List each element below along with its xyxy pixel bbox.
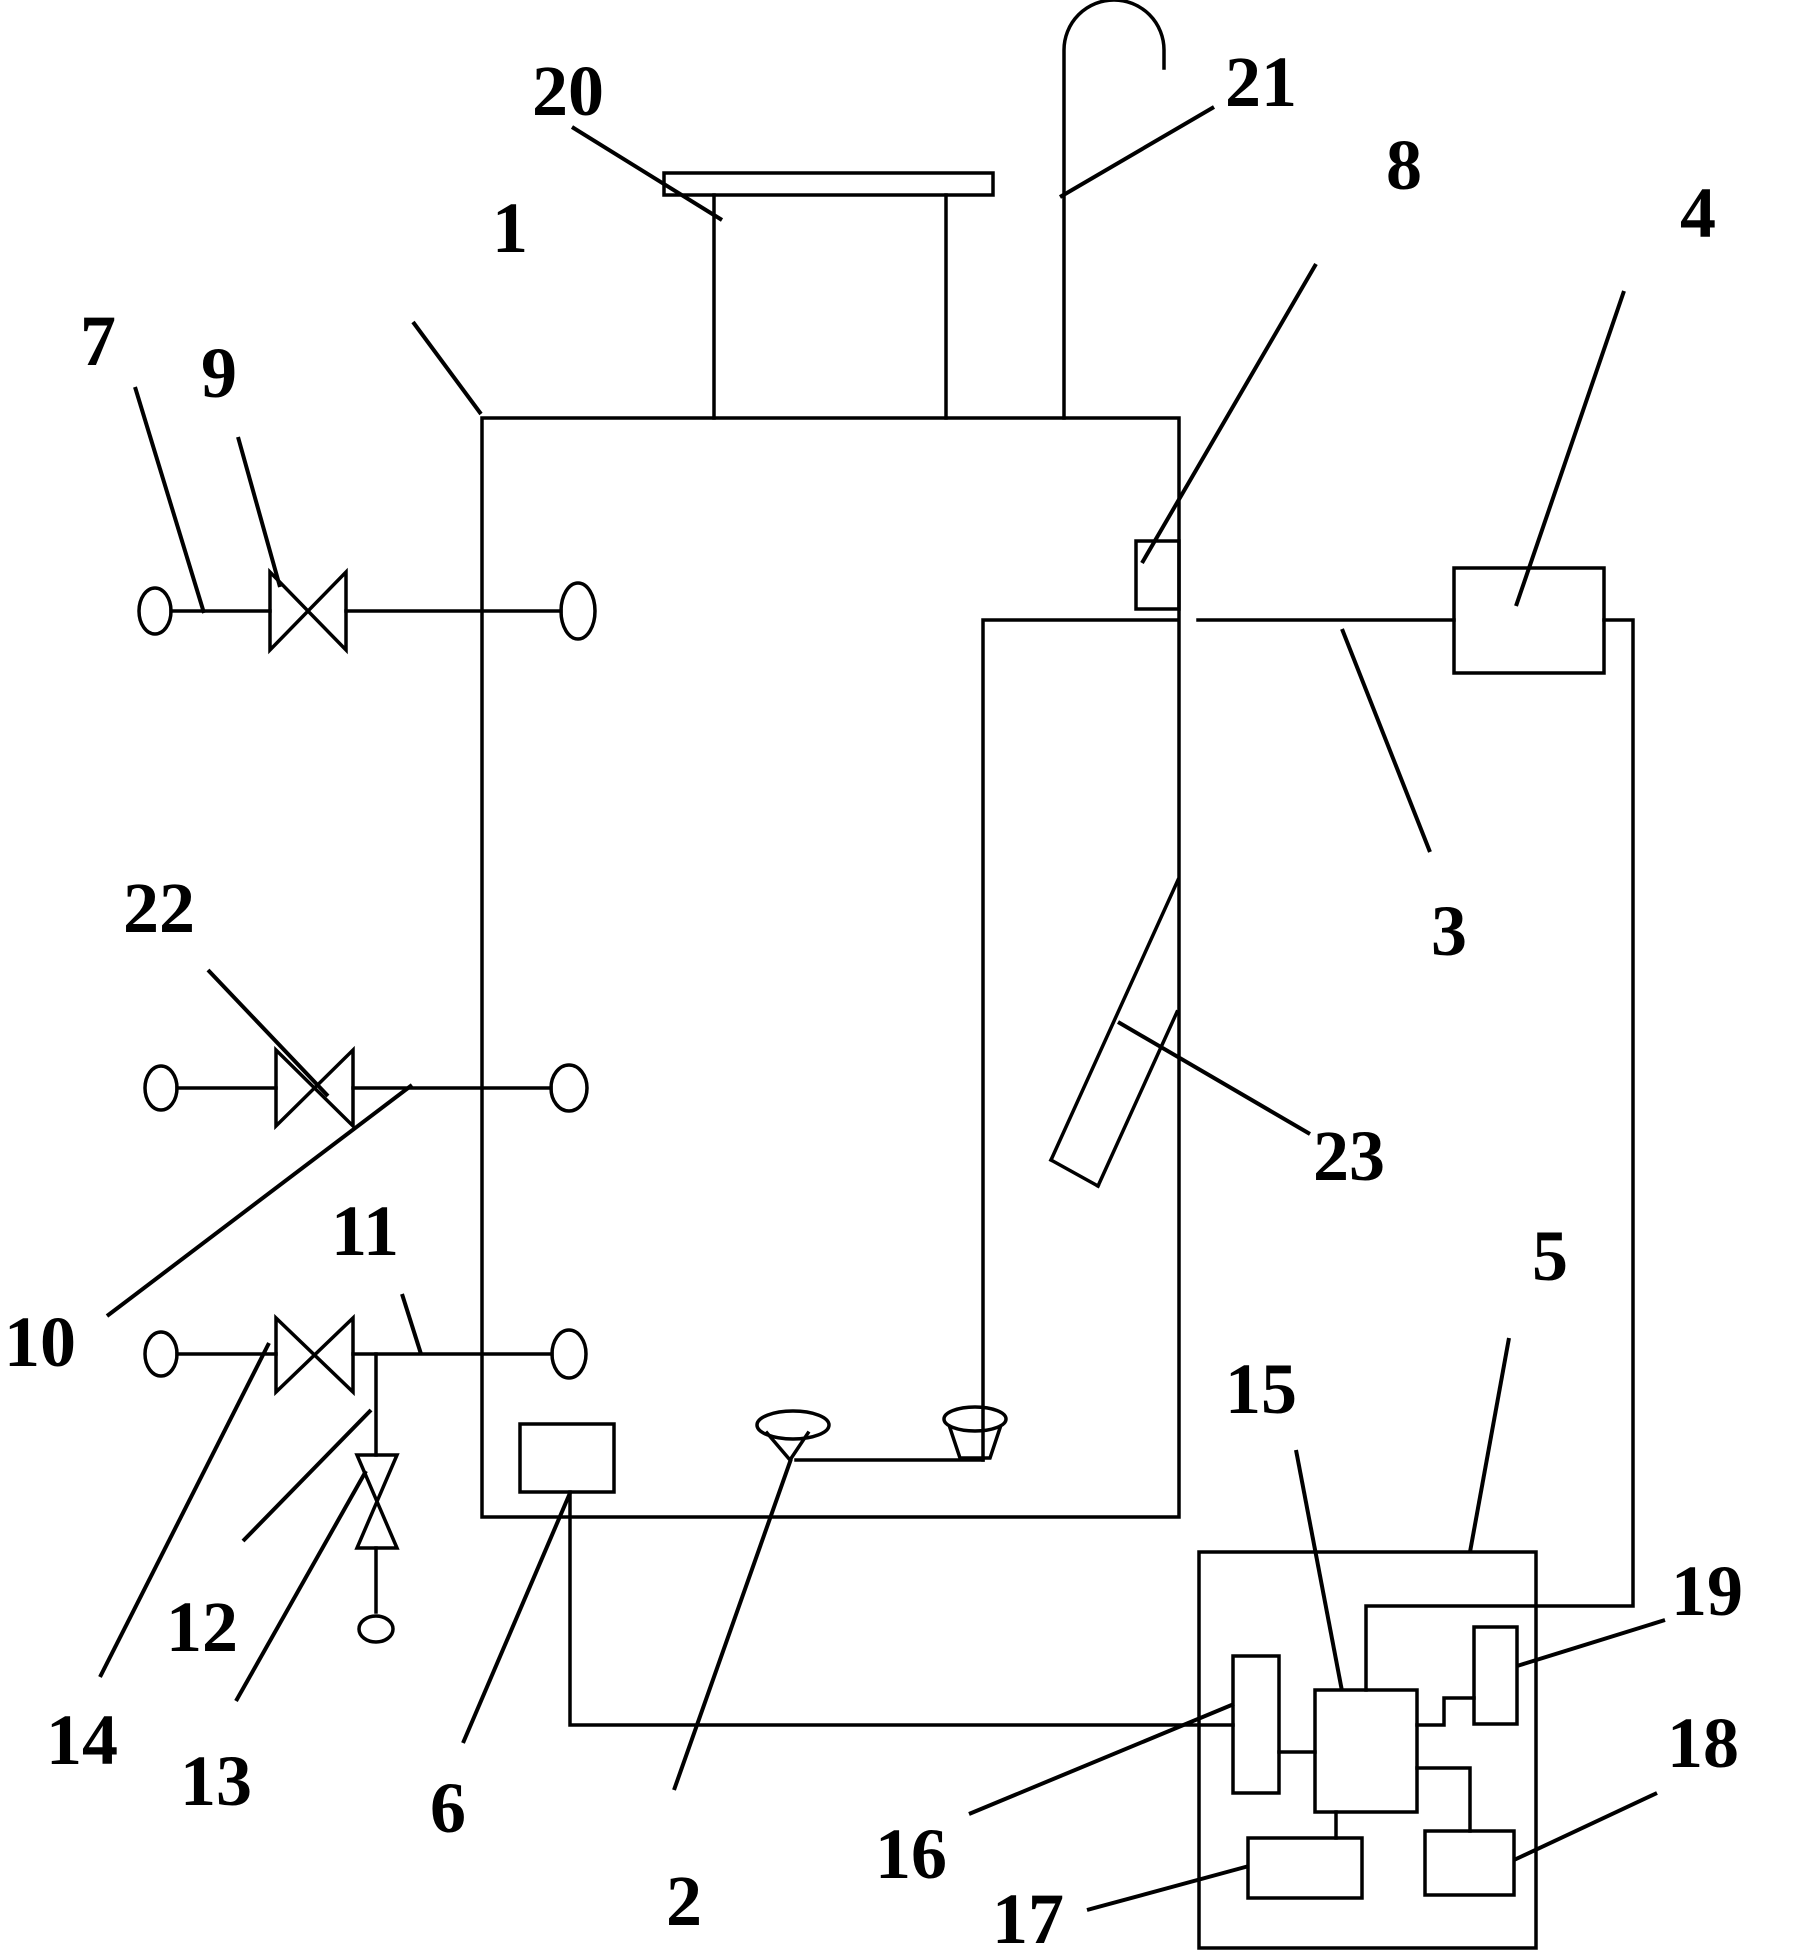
- label-8: 8: [1386, 125, 1422, 205]
- label-12: 12: [166, 1587, 238, 1667]
- valve-22: [274, 1045, 355, 1131]
- control-box: [1197, 1550, 1538, 1950]
- probe-cable: [568, 1490, 1235, 1727]
- label-1: 1: [492, 188, 528, 268]
- label-6: 6: [430, 1768, 466, 1848]
- sensor-box: [1134, 539, 1181, 611]
- pump-control-cable: [1364, 618, 1635, 1692]
- label-21: 21: [1225, 42, 1297, 122]
- control-module-18: [1423, 1829, 1516, 1897]
- diffuser-right: [942, 1405, 1008, 1460]
- label-11: 11: [331, 1191, 399, 1271]
- control-module-17: [1246, 1836, 1364, 1900]
- diffuser-left: [755, 1409, 831, 1463]
- label-20: 20: [532, 51, 604, 131]
- pipe-bottom-left: [143, 1328, 588, 1644]
- label-4: 4: [1680, 173, 1716, 253]
- label-16: 16: [875, 1814, 947, 1894]
- label-18: 18: [1667, 1703, 1739, 1783]
- valve-13: [354, 1453, 400, 1550]
- label-23: 23: [1313, 1116, 1385, 1196]
- control-wiring: [1277, 1696, 1476, 1840]
- valve-14: [274, 1313, 355, 1397]
- level-probe: [518, 1422, 616, 1494]
- inclined-tube: [1048, 877, 1181, 1189]
- control-module-16: [1231, 1654, 1281, 1795]
- pipe-middle-left: [143, 1063, 589, 1113]
- leader-lines: [98, 105, 1666, 1912]
- vent-pipe: [1062, 0, 1166, 420]
- valve-9: [268, 567, 348, 655]
- label-22: 22: [123, 868, 195, 948]
- label-17: 17: [992, 1879, 1064, 1950]
- label-7: 7: [80, 301, 116, 381]
- pipe-top-left: [137, 581, 597, 641]
- air-pump: [1452, 566, 1606, 675]
- label-15: 15: [1225, 1349, 1297, 1429]
- top-fixture: [662, 171, 995, 420]
- main-tank: [480, 416, 1181, 1519]
- label-3: 3: [1431, 891, 1467, 971]
- label-19: 19: [1671, 1551, 1743, 1631]
- controller-15: [1313, 1688, 1419, 1814]
- label-10: 10: [4, 1302, 76, 1382]
- label-9: 9: [201, 333, 237, 413]
- label-5: 5: [1532, 1216, 1568, 1296]
- label-14: 14: [46, 1700, 118, 1780]
- label-2: 2: [666, 1861, 702, 1941]
- inner-air-pipe: [981, 618, 1180, 1462]
- label-13: 13: [180, 1741, 252, 1821]
- control-module-19: [1472, 1625, 1519, 1726]
